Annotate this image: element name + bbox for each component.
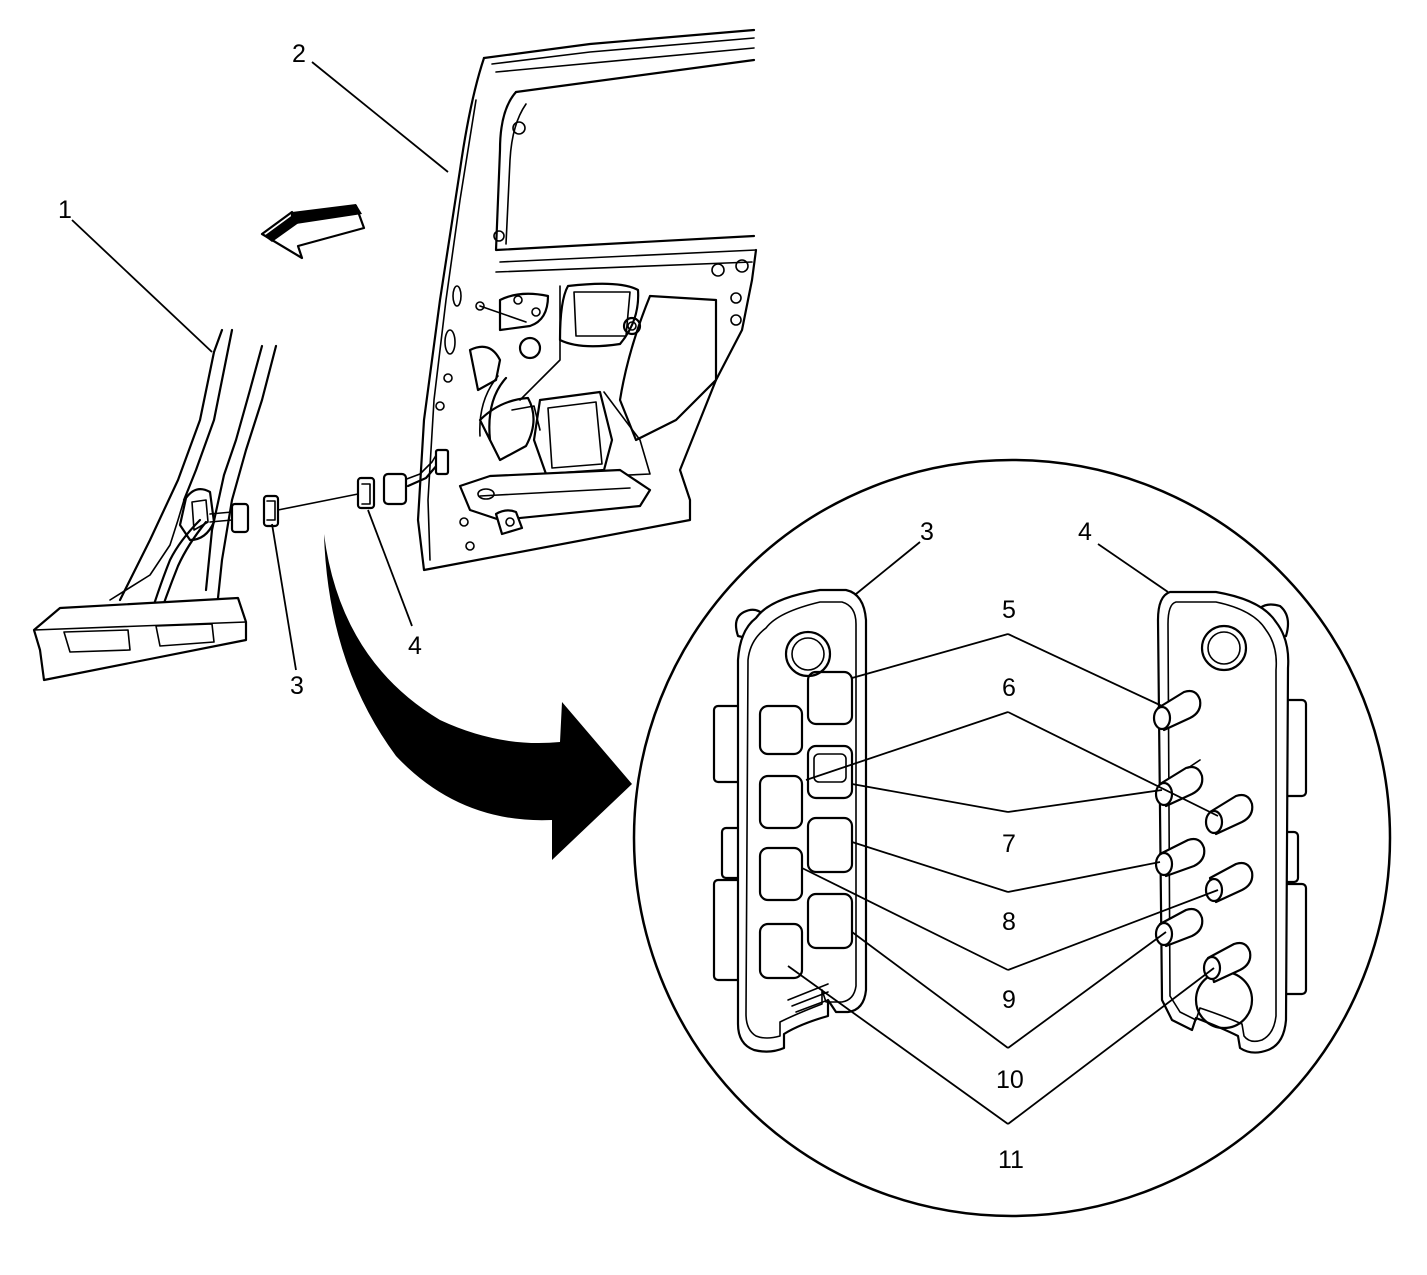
callout-2: 2 (292, 40, 306, 68)
callout-11: 11 (998, 1146, 1024, 1174)
body-pillar (32, 328, 278, 682)
connector-half-3-detail (712, 588, 868, 1053)
callout-6: 6 (1002, 674, 1016, 702)
pillar-connector (209, 494, 280, 534)
callout-5: 5 (1002, 596, 1016, 624)
callout-4-main: 4 (408, 632, 422, 660)
callout-3-detail: 3 (920, 518, 934, 546)
rear-door (403, 28, 758, 572)
door-connector (356, 472, 408, 510)
callout-1: 1 (58, 196, 72, 224)
terminal-pins (1152, 689, 1254, 984)
alignment-line (277, 493, 359, 511)
callout-9: 9 (1002, 986, 1016, 1014)
connector-half-4-detail (1152, 590, 1308, 1054)
direction-arrow-icon (260, 204, 366, 260)
callout-10: 10 (996, 1066, 1024, 1094)
leader-lines (71, 61, 1219, 1125)
callout-3-main: 3 (290, 672, 304, 700)
callout-7: 7 (1002, 830, 1016, 858)
callout-8: 8 (1002, 908, 1016, 936)
callout-4-detail: 4 (1078, 518, 1092, 546)
callout-labels: 1 2 3 4 3 4 5 6 7 8 9 10 11 (58, 40, 1092, 1174)
detail-view-arrow-icon (324, 534, 632, 860)
